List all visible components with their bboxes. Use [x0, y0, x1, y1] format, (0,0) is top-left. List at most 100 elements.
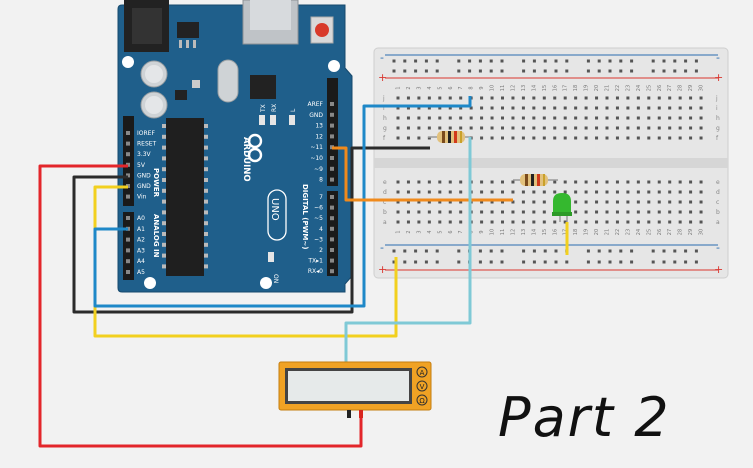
header-pin[interactable]: [330, 258, 334, 263]
breadboard-hole[interactable]: [678, 200, 682, 204]
breadboard-hole[interactable]: [699, 126, 703, 130]
breadboard-hole[interactable]: [563, 136, 567, 140]
rail-hole[interactable]: [489, 260, 493, 264]
breadboard-hole[interactable]: [636, 220, 640, 224]
header-pin[interactable]: [126, 270, 130, 274]
breadboard-hole[interactable]: [615, 96, 619, 100]
breadboard-hole[interactable]: [542, 106, 546, 110]
breadboard-hole[interactable]: [438, 210, 442, 214]
breadboard-hole[interactable]: [626, 210, 630, 214]
rail-hole[interactable]: [532, 59, 536, 63]
rail-hole[interactable]: [522, 69, 526, 73]
rail-hole[interactable]: [500, 260, 504, 264]
breadboard-hole[interactable]: [521, 220, 525, 224]
breadboard-hole[interactable]: [532, 126, 536, 130]
breadboard-hole[interactable]: [563, 126, 567, 130]
breadboard-hole[interactable]: [699, 136, 703, 140]
breadboard-hole[interactable]: [417, 96, 421, 100]
breadboard-hole[interactable]: [605, 106, 609, 110]
wire-blue-a1[interactable]: [93, 96, 472, 308]
rail-hole[interactable]: [608, 249, 612, 253]
breadboard-hole[interactable]: [427, 180, 431, 184]
breadboard-hole[interactable]: [668, 136, 672, 140]
breadboard-hole[interactable]: [584, 96, 588, 100]
breadboard-hole[interactable]: [469, 106, 473, 110]
rail-hole[interactable]: [457, 59, 461, 63]
breadboard-hole[interactable]: [417, 180, 421, 184]
breadboard-hole[interactable]: [406, 180, 410, 184]
breadboard-hole[interactable]: [584, 180, 588, 184]
breadboard-hole[interactable]: [615, 180, 619, 184]
header-pin[interactable]: [330, 102, 334, 106]
rail-hole[interactable]: [619, 59, 623, 63]
header-pin[interactable]: [126, 259, 130, 264]
breadboard-hole[interactable]: [574, 190, 578, 194]
breadboard-hole[interactable]: [532, 210, 536, 214]
breadboard-hole[interactable]: [490, 136, 494, 140]
breadboard-hole[interactable]: [657, 116, 661, 120]
breadboard-hole[interactable]: [668, 126, 672, 130]
rail-hole[interactable]: [662, 69, 666, 73]
breadboard-hole[interactable]: [490, 190, 494, 194]
breadboard-hole[interactable]: [699, 220, 703, 224]
breadboard-hole[interactable]: [668, 116, 672, 120]
breadboard-hole[interactable]: [417, 210, 421, 214]
rail-hole[interactable]: [457, 69, 461, 73]
breadboard-hole[interactable]: [563, 106, 567, 110]
breadboard-hole[interactable]: [668, 106, 672, 110]
breadboard-hole[interactable]: [636, 106, 640, 110]
header-pin[interactable]: [126, 216, 130, 220]
rail-hole[interactable]: [478, 260, 482, 264]
breadboard-hole[interactable]: [595, 116, 599, 120]
breadboard-hole[interactable]: [490, 116, 494, 120]
rail-hole[interactable]: [424, 59, 428, 63]
breadboard-hole[interactable]: [626, 96, 630, 100]
breadboard-hole[interactable]: [595, 106, 599, 110]
breadboard-hole[interactable]: [689, 106, 693, 110]
breadboard-hole[interactable]: [511, 180, 515, 184]
breadboard-hole[interactable]: [511, 136, 515, 140]
breadboard-hole[interactable]: [689, 136, 693, 140]
breadboard-hole[interactable]: [480, 126, 484, 130]
breadboard-hole[interactable]: [396, 220, 400, 224]
breadboard-hole[interactable]: [459, 106, 463, 110]
breadboard-hole[interactable]: [553, 106, 557, 110]
rail-hole[interactable]: [543, 69, 547, 73]
rail-hole[interactable]: [392, 59, 396, 63]
breadboard-hole[interactable]: [480, 190, 484, 194]
breadboard-hole[interactable]: [490, 200, 494, 204]
breadboard-hole[interactable]: [406, 106, 410, 110]
breadboard-hole[interactable]: [647, 220, 651, 224]
breadboard-hole[interactable]: [605, 200, 609, 204]
breadboard-hole[interactable]: [574, 210, 578, 214]
breadboard-hole[interactable]: [605, 116, 609, 120]
header-pin[interactable]: [330, 195, 334, 199]
breadboard-hole[interactable]: [448, 116, 452, 120]
breadboard-hole[interactable]: [490, 96, 494, 100]
breadboard-hole[interactable]: [396, 200, 400, 204]
breadboard-hole[interactable]: [553, 180, 557, 184]
rail-hole[interactable]: [435, 69, 439, 73]
header-pin[interactable]: [126, 237, 130, 242]
breadboard-hole[interactable]: [480, 106, 484, 110]
header-pin[interactable]: [330, 216, 334, 221]
breadboard-hole[interactable]: [605, 96, 609, 100]
breadboard-hole[interactable]: [615, 126, 619, 130]
breadboard-hole[interactable]: [626, 190, 630, 194]
breadboard-hole[interactable]: [427, 136, 431, 140]
wire-orange-pin11[interactable]: [332, 146, 513, 202]
breadboard-hole[interactable]: [657, 200, 661, 204]
rail-hole[interactable]: [673, 69, 677, 73]
breadboard-hole[interactable]: [448, 220, 452, 224]
breadboard-hole[interactable]: [689, 116, 693, 120]
breadboard-hole[interactable]: [553, 126, 557, 130]
header-pin[interactable]: [330, 156, 334, 160]
rail-hole[interactable]: [597, 69, 601, 73]
breadboard-hole[interactable]: [396, 126, 400, 130]
rail-hole[interactable]: [608, 59, 612, 63]
rail-hole[interactable]: [543, 59, 547, 63]
breadboard-hole[interactable]: [636, 210, 640, 214]
breadboard-hole[interactable]: [615, 210, 619, 214]
header-pin[interactable]: [330, 166, 334, 171]
rail-hole[interactable]: [565, 59, 569, 63]
